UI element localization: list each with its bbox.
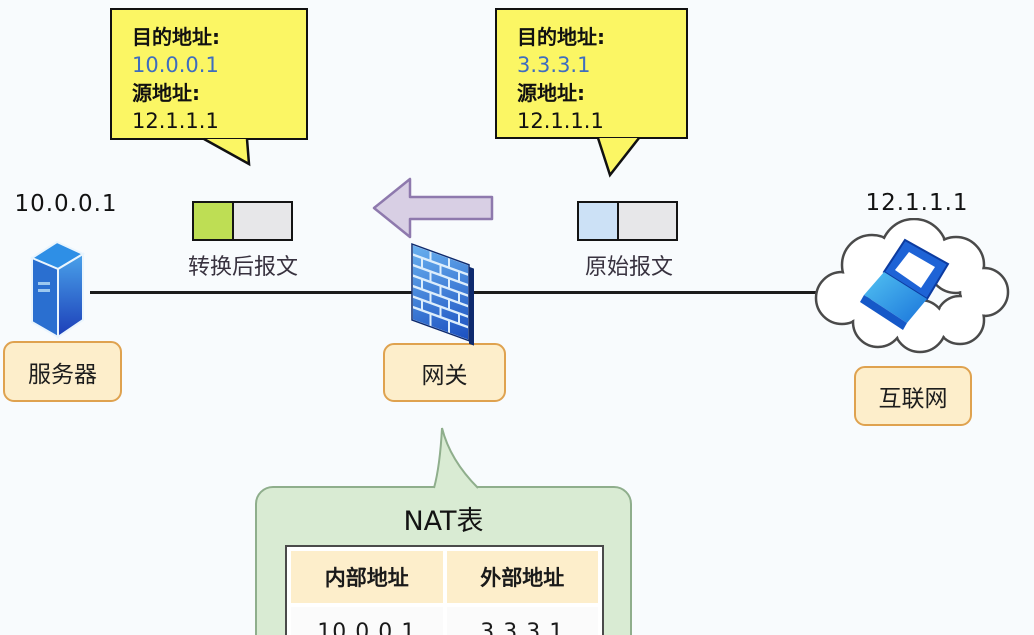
original-packet bbox=[577, 201, 678, 241]
src-address-value: 12.1.1.1 bbox=[132, 109, 219, 133]
translated-packet bbox=[192, 201, 293, 241]
translated-address-field bbox=[192, 201, 234, 241]
dest-address-value: 10.0.0.1 bbox=[132, 53, 219, 77]
original-packet-label: 原始报文 bbox=[584, 255, 673, 280]
server-icon bbox=[29, 240, 86, 339]
arrow-left-icon bbox=[372, 177, 494, 239]
nat-col-external: 外部地址 bbox=[446, 551, 598, 603]
nat-table-data-row: 10.0.0.1 3.3.3.1 bbox=[291, 607, 598, 635]
server-ip: 10.0.0.1 bbox=[14, 191, 118, 217]
translated-packet-callout: 目的地址: 10.0.0.1 源地址: 12.1.1.1 bbox=[110, 8, 308, 140]
laptop-icon bbox=[860, 238, 950, 330]
nat-table: 内部地址 外部地址 10.0.0.1 3.3.3.1 bbox=[285, 545, 604, 635]
translated-packet-label: 转换后报文 bbox=[187, 255, 298, 280]
payload-field bbox=[617, 201, 678, 241]
internet-label: 互联网 bbox=[878, 386, 948, 412]
original-packet-callout: 目的地址: 3.3.3.1 源地址: 12.1.1.1 bbox=[495, 8, 688, 139]
translated-callout-tail bbox=[203, 137, 251, 167]
internet-label-box: 互联网 bbox=[854, 366, 972, 426]
nat-bubble-tail bbox=[433, 427, 479, 489]
nat-table-header-row: 内部地址 外部地址 bbox=[291, 551, 598, 603]
nat-col-internal: 内部地址 bbox=[291, 551, 443, 603]
server-label: 服务器 bbox=[28, 361, 97, 388]
server-label-box: 服务器 bbox=[3, 341, 122, 402]
src-address-label: 源地址: bbox=[132, 81, 200, 105]
original-address-field bbox=[577, 201, 619, 241]
dest-address-label: 目的地址: bbox=[517, 25, 605, 49]
cloud-icon bbox=[814, 218, 1010, 354]
gateway-label: 网关 bbox=[421, 362, 468, 389]
firewall-icon bbox=[411, 242, 474, 346]
src-address-value: 12.1.1.1 bbox=[517, 109, 604, 133]
src-address-label: 源地址: bbox=[517, 81, 585, 105]
dest-address-value: 3.3.3.1 bbox=[517, 53, 591, 77]
nat-table-title: NAT表 bbox=[403, 506, 484, 537]
payload-field bbox=[232, 201, 293, 241]
dest-address-label: 目的地址: bbox=[132, 25, 220, 49]
internet-ip: 12.1.1.1 bbox=[865, 190, 969, 216]
gateway-label-box: 网关 bbox=[383, 343, 506, 402]
original-callout-tail bbox=[596, 137, 640, 178]
nat-internal-address: 10.0.0.1 bbox=[291, 607, 443, 635]
nat-external-address: 3.3.3.1 bbox=[446, 607, 598, 635]
